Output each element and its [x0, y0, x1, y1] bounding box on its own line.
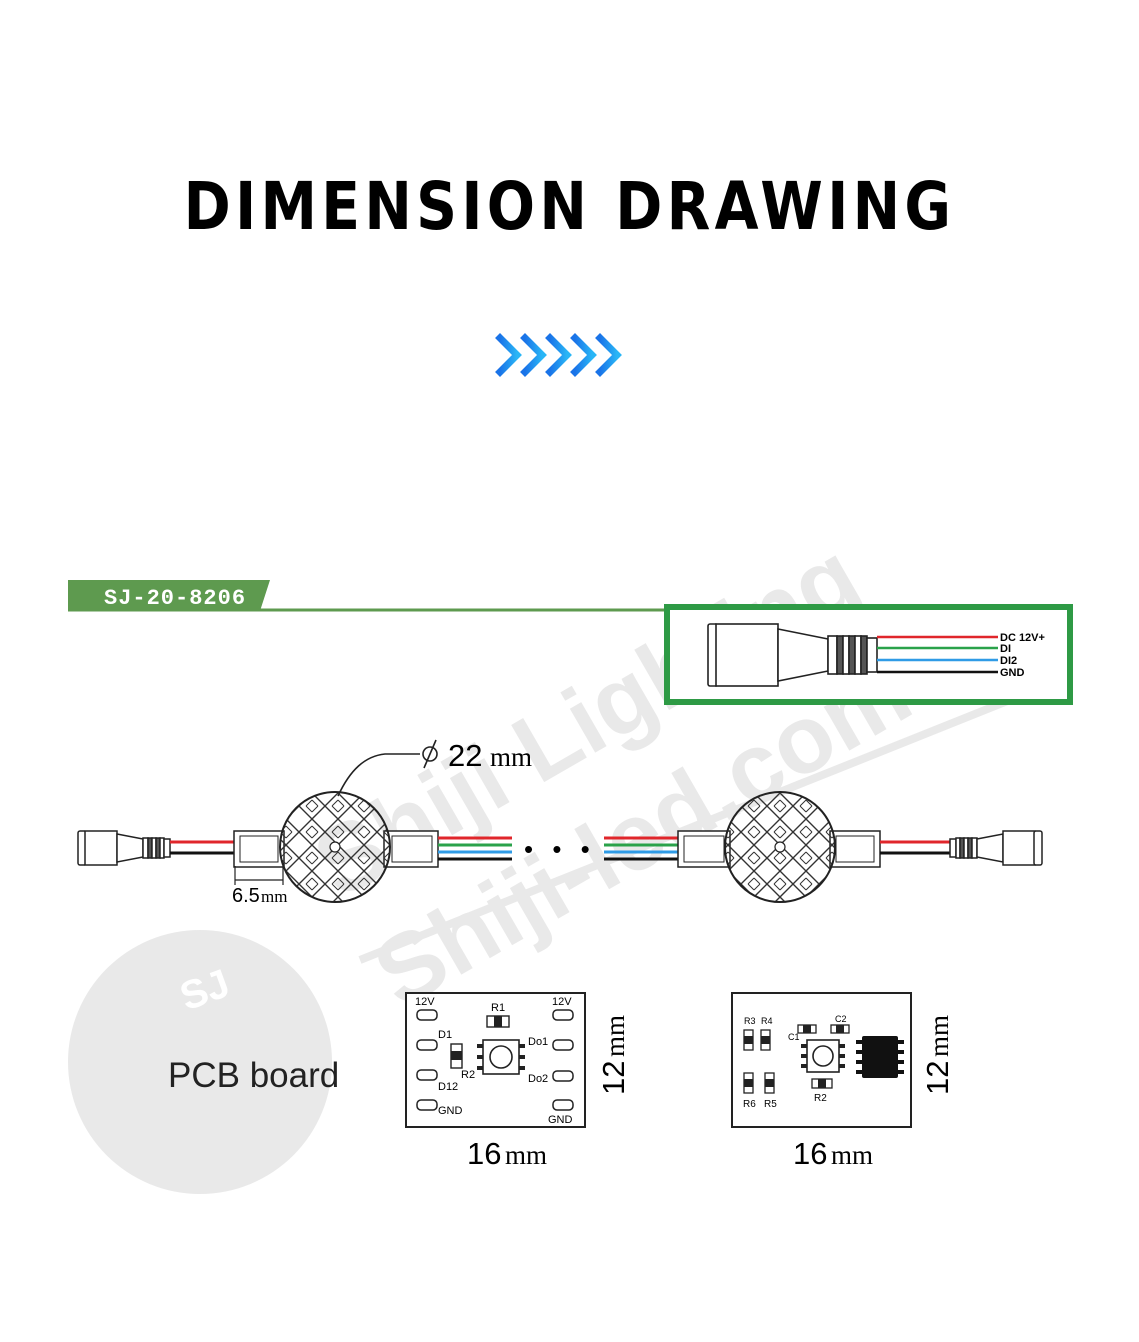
diameter-unit: mm [490, 742, 532, 772]
chevron-arrows-icon [495, 333, 622, 377]
pcb-front-width-value: 16 [467, 1136, 501, 1171]
pcb-back-width-unit: mm [831, 1140, 873, 1170]
pcb-front-label-r2: R2 [461, 1069, 475, 1081]
wire-label-gnd: GND [1000, 667, 1025, 679]
wire-label-di2: DI2 [1000, 655, 1017, 667]
pcb-back-label-r4: R4 [761, 1016, 773, 1026]
ic-chip-icon [856, 1036, 904, 1078]
clip-width-dimension: 6.5 mm [232, 866, 287, 907]
pad-d1 [416, 1039, 438, 1051]
pad-do2 [552, 1070, 574, 1082]
clip-width-value: 6.5 [232, 885, 260, 907]
wire-label-di: DI [1000, 643, 1011, 655]
pcb-front-label-12v-left: 12V [415, 996, 435, 1008]
pcb-front-height-value: 12 [596, 1061, 631, 1095]
pad-d12 [416, 1069, 438, 1081]
pcb-back-label-c1: C1 [788, 1032, 800, 1042]
watermark-line [358, 676, 1062, 964]
left-dc-connector-icon [77, 830, 171, 866]
pcb-front: 12V R1 12V D1 R2 Do1 Do2 D12 GND GND [405, 992, 586, 1128]
wire-label-dc12v: DC 12V+ [1000, 632, 1045, 644]
pcb-front-label-gnd-right: GND [548, 1114, 573, 1126]
pcb-back-label-r2: R2 [814, 1093, 827, 1104]
right-dc-connector-icon [949, 830, 1043, 866]
pcb-back-height-value: 12 [920, 1061, 955, 1095]
pcb-back-height-unit: mm [924, 1015, 954, 1057]
led-chip-icon [477, 1039, 525, 1075]
led-chip-back-icon [801, 1039, 845, 1073]
clip-width-unit: mm [261, 887, 287, 906]
model-tag: SJ-20-8206 [68, 580, 668, 612]
diameter-value: 22 [448, 738, 482, 773]
dc-connector-icon [707, 623, 878, 687]
pcb-board-label: PCB board [168, 1056, 339, 1095]
pcb-back: R3 R4 C1 C2 R6 R5 R2 [731, 992, 912, 1128]
pcb-front-label-12v-right: 12V [552, 996, 572, 1008]
pad-12v-left [416, 1009, 438, 1021]
model-tag-label: SJ-20-8206 [104, 586, 246, 611]
connector-inset: DC 12V+ DI DI2 GND [664, 604, 1073, 705]
pcb-back-label-r6: R6 [743, 1099, 756, 1110]
pcb-back-width-value: 16 [793, 1136, 827, 1171]
pad-gnd-left [416, 1099, 438, 1111]
pad-do1 [552, 1039, 574, 1051]
pcb-front-label-d1: D1 [438, 1029, 452, 1041]
pcb-front-height-unit: mm [600, 1015, 630, 1057]
diameter-dimension: 22 mm [337, 738, 532, 797]
page-title: DIMENSION DRAWING [183, 168, 956, 245]
pad-12v-right [552, 1009, 574, 1021]
pcb-back-label-c2: C2 [835, 1014, 847, 1024]
pixel-node-right [677, 791, 881, 903]
pcb-back-label-r3: R3 [744, 1016, 756, 1026]
watermark-logo-circle [68, 930, 332, 1194]
pcb-front-label-do2: Do2 [528, 1073, 548, 1085]
continuation-dots: • • • [524, 834, 596, 864]
pcb-front-label-do1: Do1 [528, 1036, 548, 1048]
pcb-back-label-r5: R5 [764, 1099, 777, 1110]
pixel-node-left [233, 791, 439, 903]
pcb-front-label-gnd-left: GND [438, 1105, 463, 1117]
pcb-front-label-d12: D12 [438, 1081, 458, 1093]
pcb-front-width-unit: mm [505, 1140, 547, 1170]
pcb-front-label-r1: R1 [491, 1002, 505, 1014]
pad-gnd-right [552, 1099, 574, 1111]
diameter-symbol-icon [422, 746, 438, 762]
